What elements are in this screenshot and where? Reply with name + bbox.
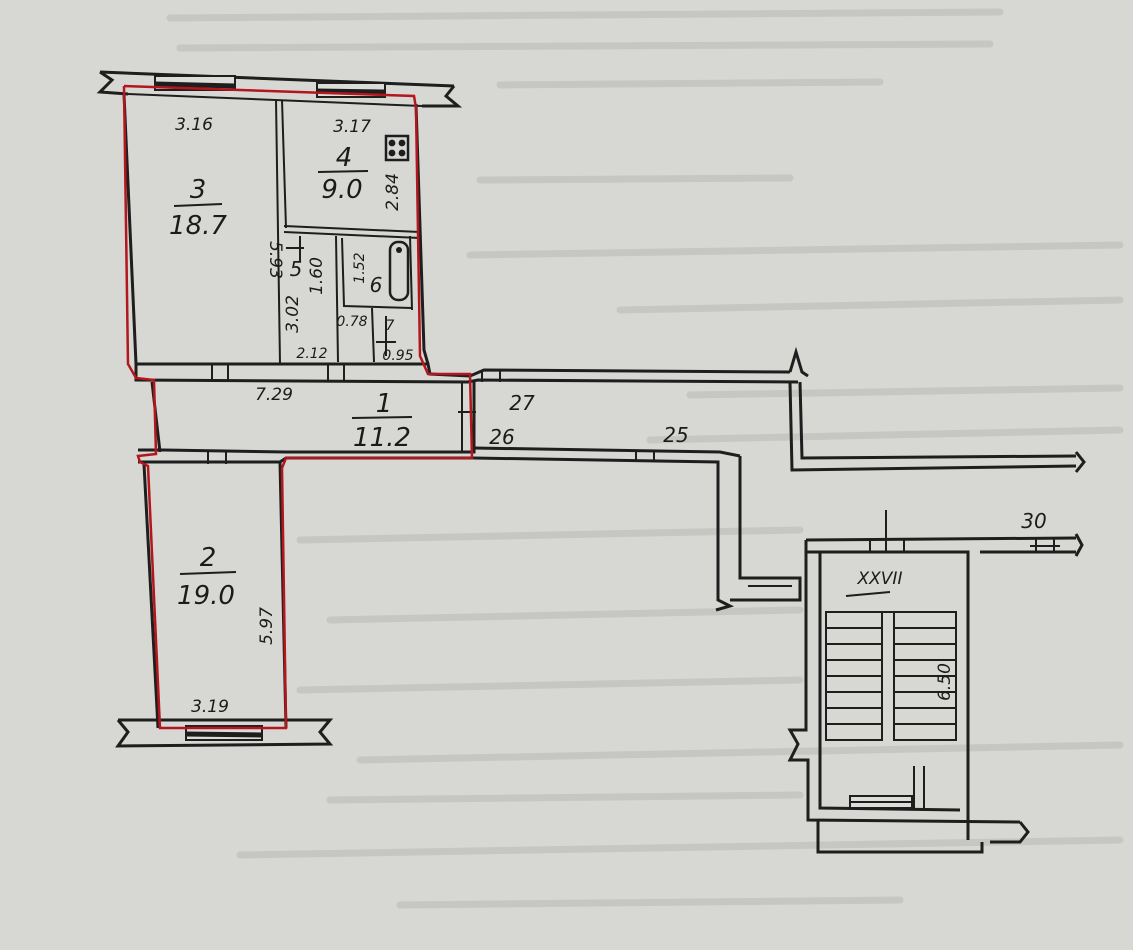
partition-3-4-inner [281, 99, 287, 229]
dim-room-4-width: 3.17 [333, 117, 371, 137]
room-1-area: 11.2 [353, 423, 411, 453]
room-3-number: 3 [190, 175, 207, 205]
dim-room-4-length: 2.84 [383, 173, 403, 211]
window-top-left [154, 75, 236, 91]
dim-room-5-width: 2.12 [296, 346, 327, 362]
door-mark-room-5 [286, 236, 304, 262]
room-6-number: 6 [370, 273, 383, 297]
axis-mark-25: 25 [663, 423, 688, 447]
stairwell-id: XXVII [857, 569, 903, 589]
room-4-label: 4 9.0 [317, 143, 369, 205]
room-3-label: 3 18.7 [169, 175, 227, 241]
dim-room-3-width: 3.16 [175, 115, 213, 135]
stove-icon [384, 134, 410, 162]
dim-stair-length: 6.50 [935, 663, 955, 701]
partition-3-4 [275, 99, 281, 365]
dim-room-2-length: 5.97 [257, 607, 277, 645]
axis-mark-26: 26 [489, 425, 514, 449]
dim-room-6-length: 1.52 [352, 252, 368, 283]
bathtub-fixture [388, 240, 410, 302]
wall-bathrooms-top-inner [283, 231, 421, 239]
dim-room-7-width: 0.95 [382, 348, 413, 364]
room-3-area: 18.7 [169, 211, 227, 241]
room-7-number: 7 [386, 318, 395, 334]
partition-5-6 [335, 235, 339, 363]
common-corridor-walls [473, 381, 1086, 612]
apartment-boundary [122, 84, 474, 730]
partition-6-7 [371, 307, 375, 363]
dim-room-2-width: 3.19 [191, 697, 229, 717]
room-4-area: 9.0 [321, 175, 362, 205]
wall-room-6 [341, 237, 413, 309]
axis-mark-27: 27 [509, 391, 535, 415]
stairwell [787, 510, 1084, 854]
room-2-area: 19.0 [177, 581, 235, 611]
dim-room-6-width: 0.78 [336, 314, 367, 330]
right-wall-room-4 [414, 103, 430, 365]
room-5-number: 5 [290, 257, 303, 281]
dim-room-5-height: 1.60 [307, 257, 327, 295]
dim-corridor-length: 7.29 [255, 385, 293, 405]
dim-room-3-length: 5.93 [265, 241, 285, 279]
bath-right-wall [409, 235, 413, 311]
room-4-number: 4 [336, 143, 353, 173]
top-exterior-wall [96, 70, 463, 108]
room-2-label: 2 19.0 [177, 543, 237, 611]
wall-bathrooms-top [283, 225, 421, 233]
bleed-through-lines [166, 8, 1124, 909]
room-1-number: 1 [376, 389, 393, 419]
dim-room-5-length: 3.02 [283, 295, 303, 333]
axis-mark-30: 30 [1021, 509, 1046, 533]
window-bottom [185, 725, 263, 741]
room-2-number: 2 [200, 543, 217, 573]
toilet-fixture [376, 316, 396, 356]
room-1-label: 1 11.2 [351, 389, 413, 453]
